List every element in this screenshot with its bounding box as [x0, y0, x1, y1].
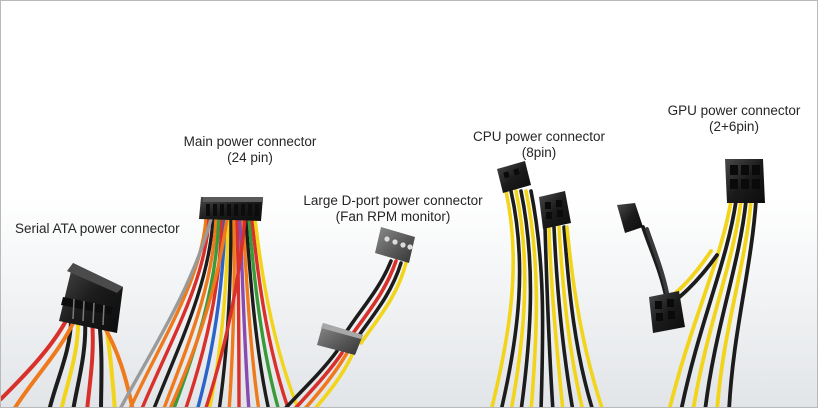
label-sata-power-connector: Serial ATA power connector — [15, 221, 180, 237]
cpu-8pin-cable — [490, 161, 604, 407]
molex-connector-bottom — [317, 323, 363, 355]
cpu-connector-4pin-a — [497, 161, 531, 193]
sata-connector — [59, 263, 123, 333]
main-24pin-connector — [199, 197, 263, 221]
gpu-connector-6pin — [725, 159, 765, 203]
label-main-power-connector: Main power connector (24 pin) — [175, 134, 325, 166]
label-large-dport-power-connector: Large D-port power connector (Fan RPM mo… — [293, 193, 493, 225]
label-gpu-line2: (2+6pin) — [709, 119, 759, 134]
label-cpu-line2: (8pin) — [521, 145, 557, 160]
main-24pin-wires — [119, 217, 300, 407]
label-cpu-power-connector: CPU power connector (8pin) — [467, 129, 611, 161]
cpu-wires — [490, 189, 604, 407]
main-24pin-cable — [119, 197, 300, 407]
gpu-connector-6pin-lower — [649, 291, 685, 333]
label-main-line2: (24 pin) — [227, 150, 273, 165]
label-gpu-power-connector: GPU power connector (2+6pin) — [661, 103, 807, 135]
label-gpu-line1: GPU power connector — [667, 103, 801, 118]
molex-power-cable — [284, 227, 415, 407]
gpu-connector-2pin — [617, 203, 643, 233]
label-molex-line2: (Fan RPM monitor) — [335, 209, 451, 224]
label-main-line1: Main power connector — [183, 134, 317, 149]
molex-connector-top — [375, 227, 415, 263]
sata-wires — [1, 317, 135, 407]
label-sata-line1: Serial ATA power connector — [15, 221, 180, 236]
molex-wires — [284, 259, 408, 407]
label-cpu-line1: CPU power connector — [472, 129, 606, 144]
sata-power-cable — [1, 263, 135, 407]
cpu-connector-4pin-b — [539, 191, 571, 229]
label-molex-line1: Large D-port power connector — [303, 193, 483, 208]
gpu-2plus6pin-cable — [617, 159, 765, 407]
